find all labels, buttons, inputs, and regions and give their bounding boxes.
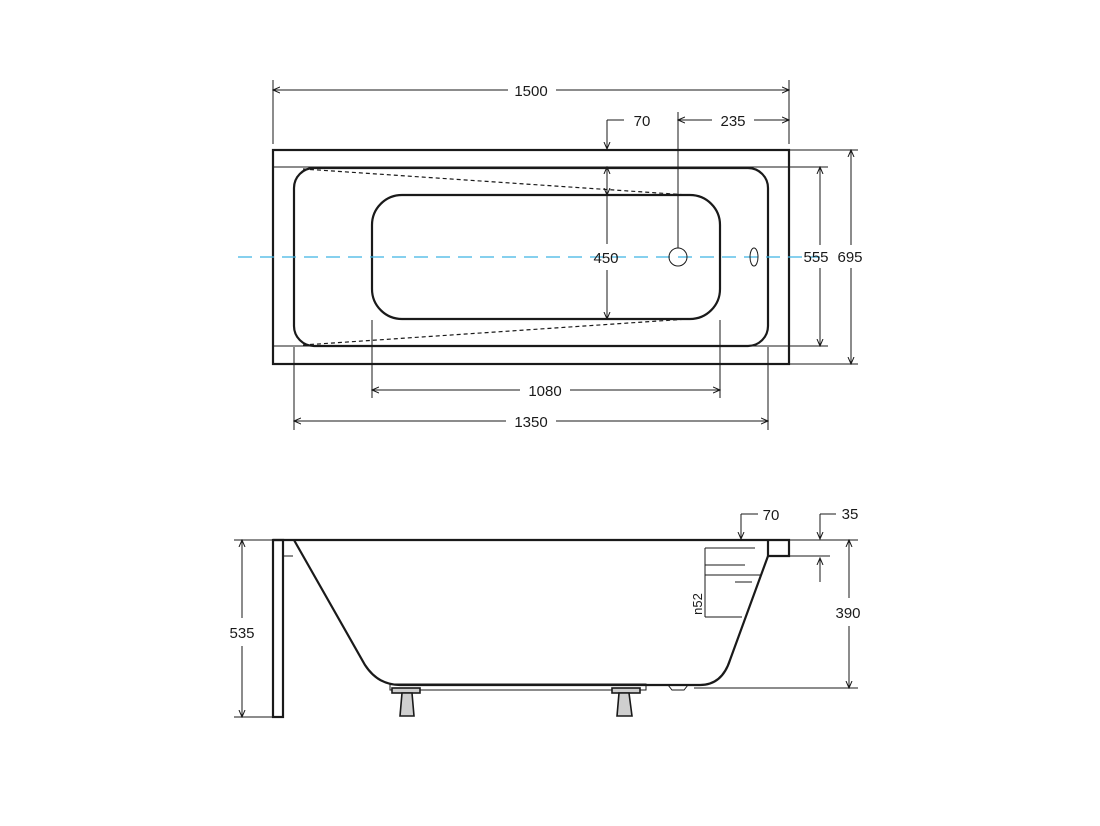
dim-label-555: 555 xyxy=(803,249,828,266)
tub-body-profile xyxy=(293,539,770,687)
dim-label-70-side: 70 xyxy=(763,507,780,524)
dim-label-70-top: 70 xyxy=(634,113,651,130)
dim-label-535: 535 xyxy=(229,625,254,642)
dim-label-35: 35 xyxy=(842,506,859,523)
bottom-support-plate xyxy=(389,683,647,691)
dim-label-1350: 1350 xyxy=(514,414,547,431)
front-panel xyxy=(271,538,285,719)
overflow-icon xyxy=(749,247,759,267)
leg-right xyxy=(611,687,641,717)
dim-label-n52: n52 xyxy=(690,593,705,615)
slope-line-bottom xyxy=(302,318,689,346)
dim-label-695: 695 xyxy=(837,249,862,266)
leg-left xyxy=(391,687,421,717)
tub-rim xyxy=(273,538,791,558)
dim-label-1500: 1500 xyxy=(514,83,547,100)
dim-label-235: 235 xyxy=(720,113,745,130)
dim-label-450: 450 xyxy=(593,250,618,267)
top-view: 1500 70 235 450 555 695 1080 xyxy=(238,80,863,431)
side-view: n52 70 35 390 535 xyxy=(229,506,861,719)
slope-line-top xyxy=(302,168,689,196)
dim-label-390: 390 xyxy=(835,605,860,622)
dim-label-1080: 1080 xyxy=(528,383,561,400)
